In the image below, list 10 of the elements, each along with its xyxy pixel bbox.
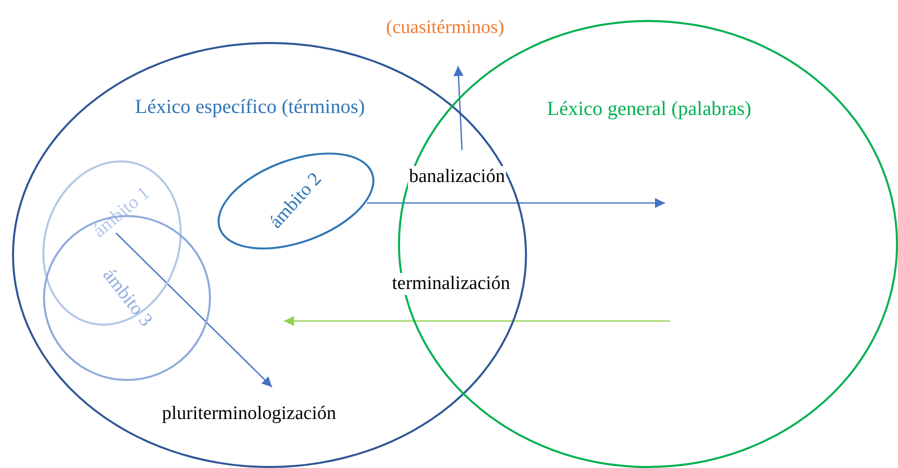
arrow bbox=[116, 232, 272, 388]
set-title: Léxico general (palabras) bbox=[547, 98, 752, 120]
arrow bbox=[453, 66, 464, 150]
edge-label: banalización bbox=[408, 166, 506, 188]
arrow bbox=[367, 198, 665, 208]
annotation-text: (cuasitérminos) bbox=[386, 17, 504, 39]
set-title: Léxico específico (términos) bbox=[135, 96, 365, 118]
edge-label: pluriterminologización bbox=[161, 403, 338, 425]
arrow bbox=[284, 316, 670, 326]
edge-label: terminalización bbox=[391, 273, 512, 295]
